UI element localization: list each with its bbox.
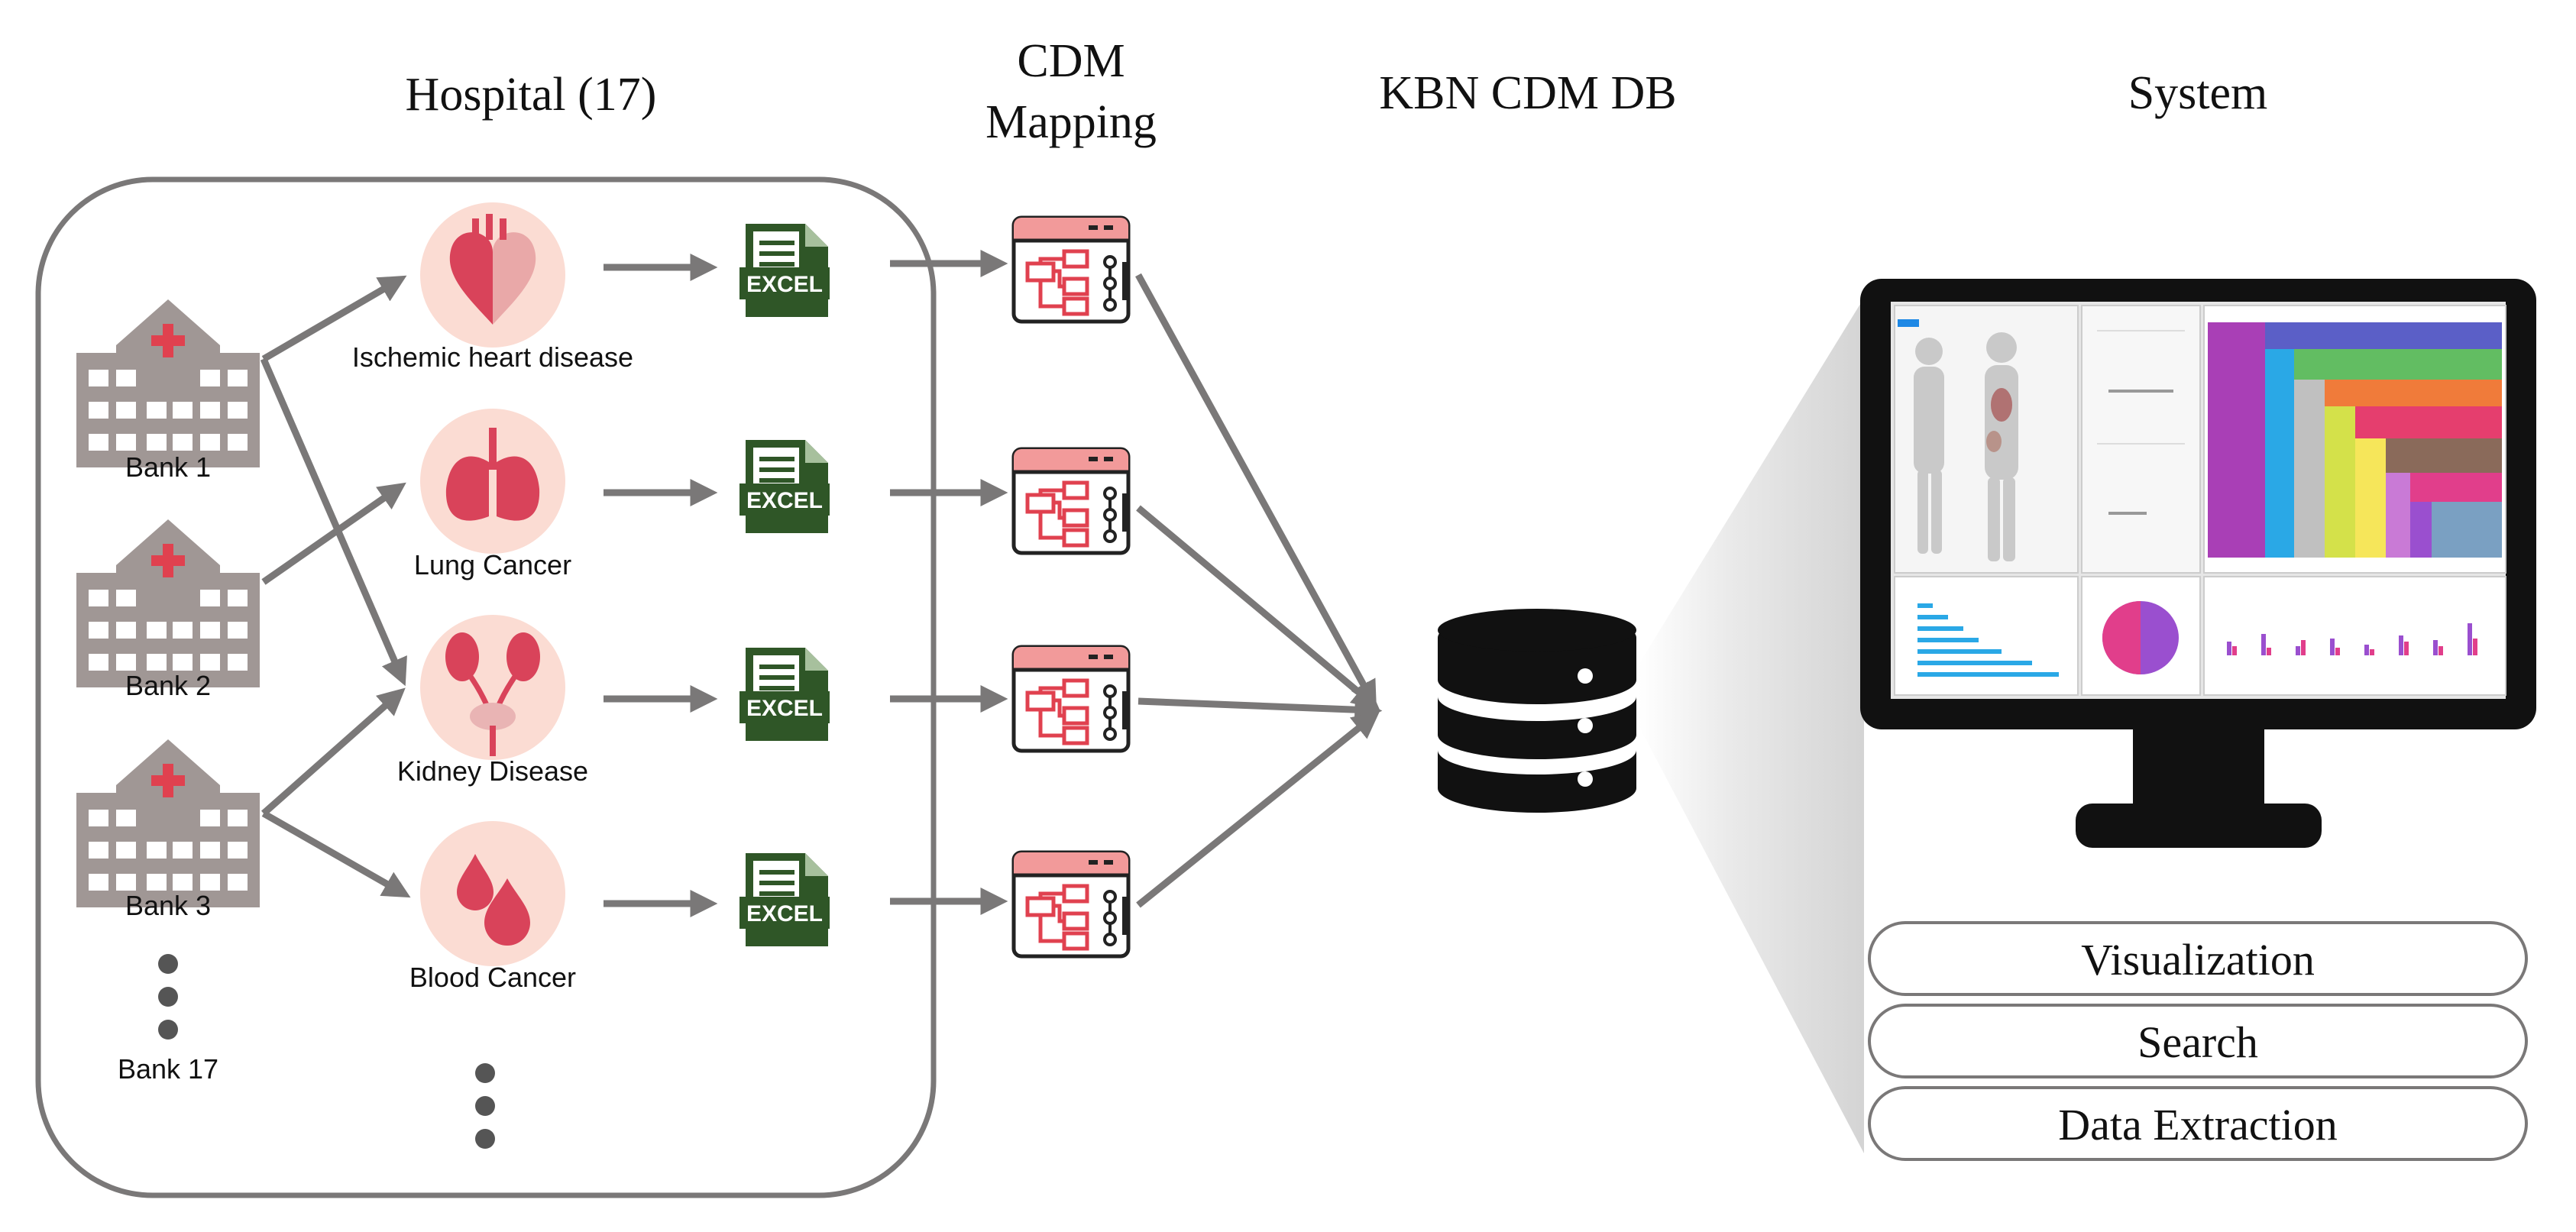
body-figure-icon: [1914, 332, 2018, 561]
ellipsis-dots-icon: [475, 1063, 495, 1149]
header-system: System: [2128, 67, 2268, 119]
bank-2-label: Bank 2: [125, 670, 211, 701]
data-extraction-label: Data Extraction: [2058, 1100, 2338, 1150]
blood-drop-icon: [420, 821, 565, 966]
svg-text:EXCEL: EXCEL: [746, 696, 823, 721]
excel-icon: EXCEL: [739, 440, 830, 533]
svg-text:EXCEL: EXCEL: [746, 488, 823, 513]
search-label: Search: [2137, 1017, 2258, 1067]
disease-label-blood-cancer: Blood Cancer: [409, 962, 576, 993]
bank-1-label: Bank 1: [125, 451, 211, 483]
heart-icon: [420, 202, 565, 348]
excel-icon: EXCEL: [739, 648, 830, 741]
system-function-visualization: Visualization: [1868, 921, 2528, 996]
mapping-to-db-arrows: [1135, 273, 1383, 908]
cdm-mapping-icon: [1014, 449, 1128, 553]
cdm-mapping-icon: [1014, 218, 1128, 322]
system-function-data-extraction: Data Extraction: [1868, 1086, 2528, 1161]
disease-label-ischemic-heart: Ischemic heart disease: [352, 341, 633, 373]
header-kbn-cdm-db: KBN CDM DB: [1379, 67, 1676, 119]
bank-3-label: Bank 3: [125, 890, 211, 921]
hospital-building-icon: [76, 519, 260, 687]
excel-to-mapping-arrows: [890, 250, 1008, 915]
visualization-label: Visualization: [2081, 935, 2315, 985]
zoom-beam: [1639, 298, 1864, 1153]
ellipsis-dots-icon: [158, 954, 178, 1040]
hospital-building-icon: [76, 299, 260, 467]
bank-to-disease-arrows: [260, 275, 411, 898]
svg-text:EXCEL: EXCEL: [746, 272, 823, 297]
system-function-search: Search: [1868, 1004, 2528, 1078]
disease-to-excel-arrows: [604, 254, 718, 917]
hospital-group-frame: [35, 176, 937, 1198]
svg-text:EXCEL: EXCEL: [746, 901, 823, 926]
cdm-mapping-icon: [1014, 852, 1128, 956]
header-cdm-mapping-line2: Mapping: [985, 96, 1157, 148]
cdm-mapping-icon: [1014, 647, 1128, 751]
dashboard-screenshot: [1894, 305, 2506, 696]
header-hospital: Hospital (17): [406, 69, 657, 121]
disease-label-lung-cancer: Lung Cancer: [414, 549, 571, 580]
kidney-icon: [420, 615, 565, 760]
lungs-icon: [420, 409, 565, 554]
excel-icon: EXCEL: [739, 224, 830, 317]
header-cdm-mapping-line1: CDM: [1017, 35, 1125, 87]
excel-icon: EXCEL: [739, 853, 830, 946]
database-icon: [1438, 609, 1636, 813]
hospital-building-icon: [76, 739, 260, 907]
bank-17-label: Bank 17: [118, 1053, 218, 1085]
disease-label-kidney: Kidney Disease: [397, 755, 588, 787]
